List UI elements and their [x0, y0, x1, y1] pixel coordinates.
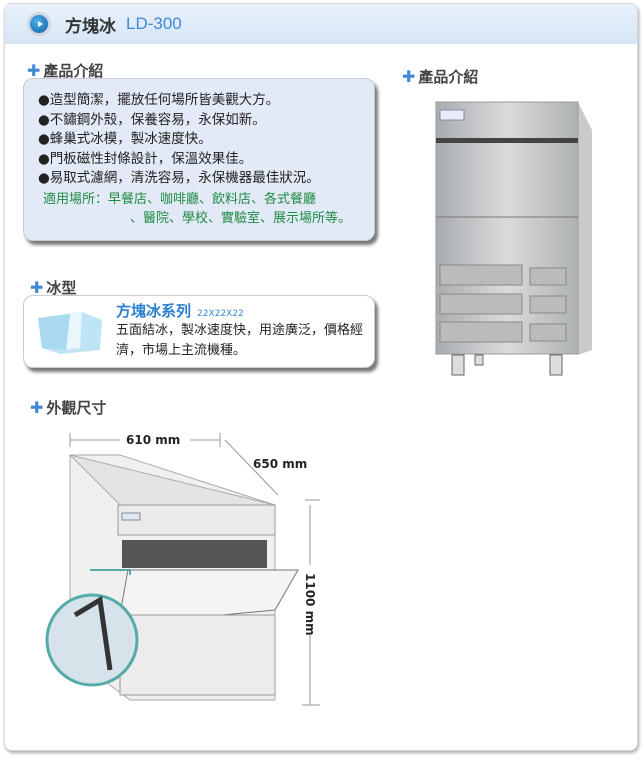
heading-text: 冰型 — [46, 279, 77, 297]
ice-type-name: 方塊冰系列 22X22X22 — [116, 300, 244, 321]
intro-box: ●造型簡潔，擺放任何場所皆美觀大方。 ●不鏽鋼外殼，保養容易，永保如新。 ●蜂巢… — [23, 78, 375, 241]
width-label: 610 mm — [126, 433, 180, 447]
plus-icon: ✚ — [27, 61, 41, 80]
intro-heading: ✚產品介紹 — [27, 60, 103, 81]
heading-text: 外觀尺寸 — [46, 399, 107, 417]
header: 方塊冰 LD-300 — [5, 4, 637, 44]
dims-heading: ✚外觀尺寸 — [30, 397, 106, 418]
product-title: 方塊冰 — [65, 16, 116, 37]
heading-text: 產品介紹 — [43, 62, 104, 80]
ice-heading: ✚冰型 — [30, 277, 76, 298]
heading-text: 產品介紹 — [418, 68, 479, 86]
usage-line: 適用場所：早餐店、咖啡廳、飲料店、各式餐廳 — [43, 191, 317, 207]
ice-cube-image — [38, 312, 102, 354]
bullet: ●不鏽鋼外殼，保養容易，永保如新。 — [38, 111, 266, 128]
photo-heading: ✚產品介紹 — [402, 66, 478, 87]
dimension-diagram: 610 mm 650 mm 1100 mm — [45, 433, 320, 706]
plus-icon: ✚ — [402, 67, 416, 86]
bullet: ●造型簡潔，擺放任何場所皆美觀大方。 — [38, 92, 280, 108]
ice-description: 五面結冰，製冰速度快，用途廣泛，價格經濟，市場上主流機種。 — [116, 323, 364, 358]
ice-type-box: 方塊冰系列 22X22X22 五面結冰，製冰速度快，用途廣泛，價格經濟，市場上主流… — [23, 295, 375, 368]
play-circle-icon — [27, 12, 51, 36]
ice-machine-photo — [435, 101, 592, 376]
bullet: ●門板磁性封條設計，保溫效果佳。 — [38, 150, 253, 167]
bullet: ●蜂巢式冰模，製冰速度快。 — [38, 131, 212, 147]
product-model: LD-300 — [126, 14, 182, 33]
bullet: ●易取式濾網，清洗容易，永保機器最佳狀況。 — [38, 170, 320, 186]
height-label: 1100 mm — [303, 573, 317, 636]
depth-label: 650 mm — [253, 457, 307, 471]
plus-icon: ✚ — [30, 278, 44, 297]
plus-icon: ✚ — [30, 398, 44, 417]
usage-line: 、醫院、學校、實驗室、展示場所等。 — [130, 210, 352, 226]
ice-size: 22X22X22 — [197, 309, 244, 319]
ice-name-text: 方塊冰系列 — [116, 302, 192, 320]
